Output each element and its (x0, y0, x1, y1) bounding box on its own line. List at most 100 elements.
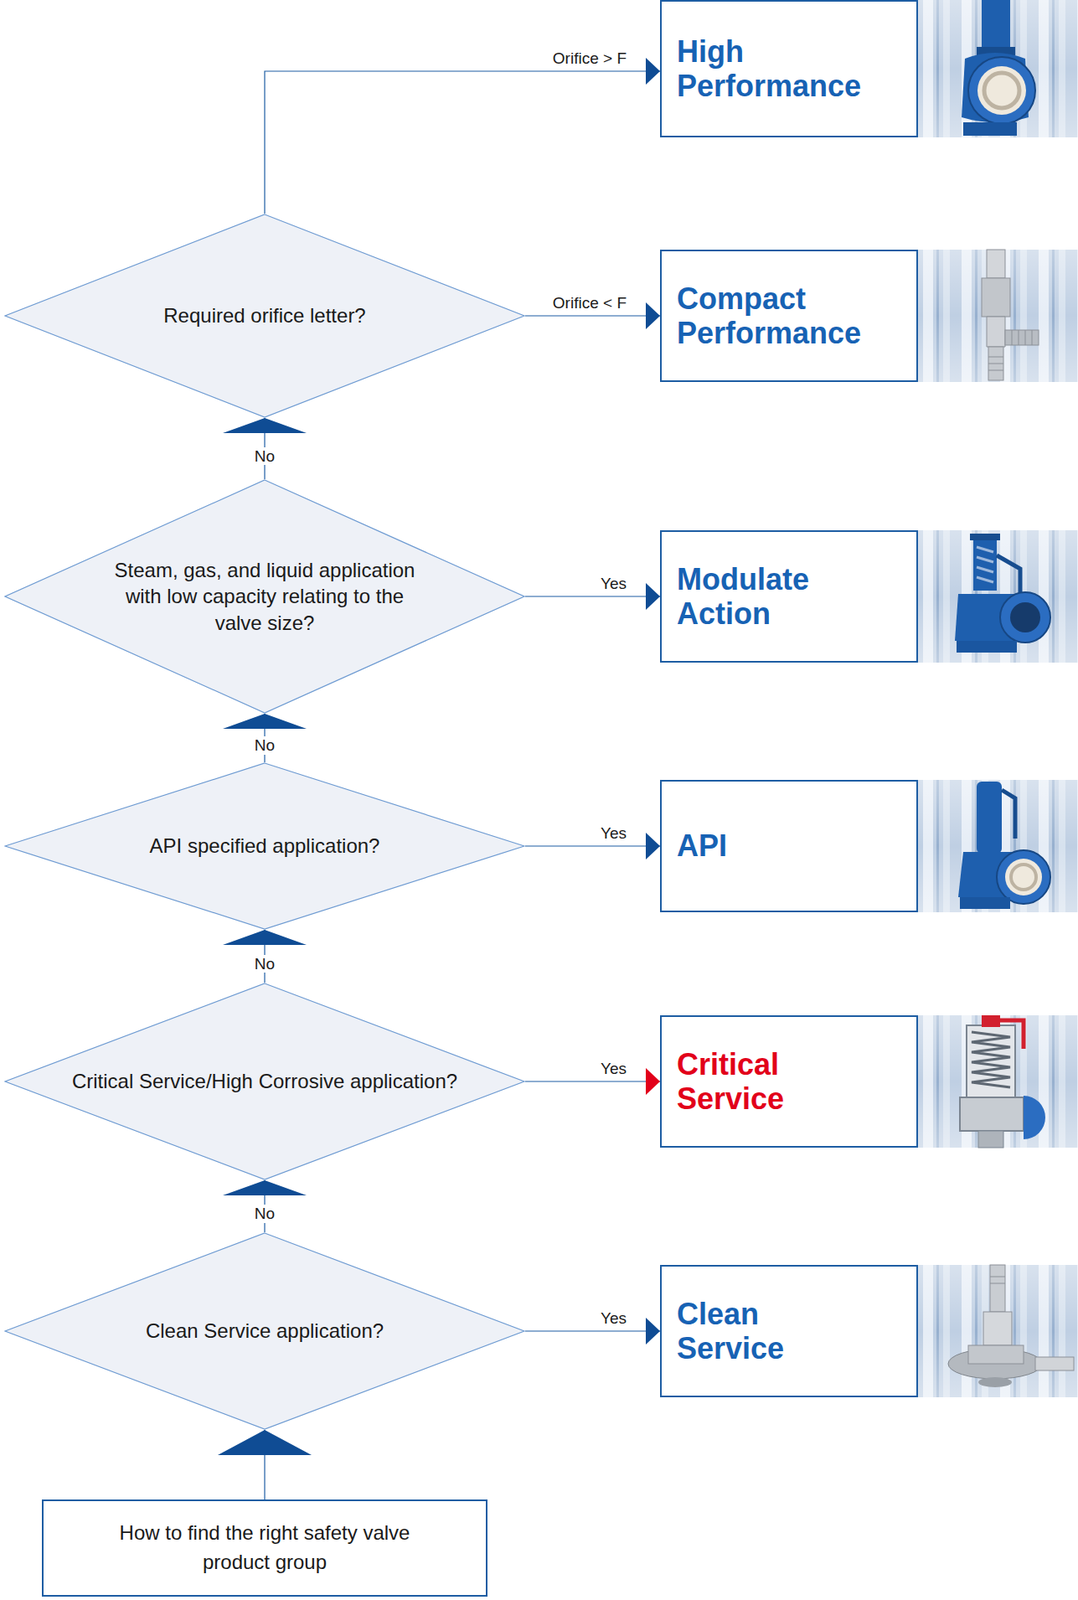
clean-service-valve-picture (1035, 1356, 1074, 1371)
critical-service-valve-picture (978, 1130, 1004, 1148)
api-valve-picture (976, 781, 1002, 854)
modulate-action-valve-picture (956, 640, 1017, 653)
decision-diamond: Clean Service application? (4, 1232, 526, 1430)
product-group-title: Compact Performance (676, 281, 862, 351)
decision-diamond: Required orifice letter? (4, 213, 526, 418)
flow-connector-group (222, 929, 307, 983)
modulate-action-valve-picture (1000, 592, 1051, 643)
product-group-box: Compact Performance (660, 249, 919, 382)
edge-label: Orifice < F (552, 294, 627, 313)
compact-performance-valve-picture (986, 316, 1006, 347)
modulate-action-valve-picture (1010, 602, 1041, 633)
edge-label: No (251, 736, 279, 755)
arrowhead (645, 582, 661, 610)
clean-service-valve-picture (968, 1345, 1024, 1364)
flow-connector-group (525, 1317, 661, 1345)
compact-performance-valve-picture (981, 278, 1011, 317)
product-group-title: Clean Service (676, 1296, 784, 1367)
api-valve-picture (918, 779, 1078, 913)
compact-performance-valve-picture (988, 356, 1004, 371)
arrowhead (645, 302, 661, 330)
arrowhead (222, 1180, 307, 1196)
modulate-action-valve-picture (969, 533, 1001, 541)
critical-service-valve-picture (1023, 1095, 1046, 1140)
question-text: Critical Service/High Corrosive applicat… (72, 1067, 458, 1094)
product-group-box: Critical Service (660, 1015, 919, 1148)
critical-service-valve-picture (966, 1025, 1016, 1098)
critical-service-valve-picture (981, 1015, 1001, 1027)
high-performance-valve-picture (963, 122, 1017, 136)
compact-performance-valve-picture (918, 249, 1078, 382)
api-valve-picture (918, 779, 1078, 913)
flow-connector-group (525, 1067, 661, 1095)
api-valve-picture (1001, 789, 1016, 839)
question-text: API specified application? (149, 832, 381, 859)
flow-connector (525, 314, 661, 316)
flow-connector (264, 71, 661, 214)
edge-label: No (251, 447, 279, 466)
edge-label: Yes (600, 1309, 627, 1328)
question-text: Required orifice letter? (163, 302, 366, 329)
product-group-box: API (660, 779, 919, 913)
critical-service-valve-picture (918, 1015, 1078, 1148)
diamond-shape (5, 479, 525, 713)
arrowhead (217, 1429, 312, 1455)
diamond-shape (5, 983, 525, 1180)
edge-label: No (251, 954, 279, 974)
clean-service-valve-picture (978, 1377, 1012, 1388)
clean-service-valve-picture (990, 1264, 1006, 1312)
arrowhead (645, 832, 661, 860)
api-valve-picture (1010, 864, 1037, 890)
critical-service-valve-picture (971, 1031, 1011, 1088)
edge-label: Yes (600, 824, 627, 843)
high-performance-valve-picture (918, 0, 1078, 138)
arrowhead (645, 1317, 661, 1345)
api-valve-picture (959, 897, 1011, 909)
flow-connector-group (222, 417, 307, 480)
product-group-title: Critical Service (676, 1047, 784, 1117)
flow-connector-group (217, 1429, 312, 1500)
high-performance-valve-picture (968, 56, 1036, 124)
compact-performance-valve-picture (986, 249, 1006, 279)
compact-performance-valve-picture (1011, 330, 1032, 346)
compact-performance-valve-picture (918, 249, 1078, 382)
start-text: How to find the right safety valve produ… (88, 1518, 441, 1578)
product-group-box: Clean Service (660, 1264, 919, 1398)
modulate-action-valve-picture (976, 546, 994, 583)
compact-performance-valve-picture (918, 249, 1078, 382)
arrowhead (222, 713, 307, 729)
modulate-action-valve-picture (918, 530, 1078, 663)
flow-connector-group (222, 1180, 307, 1233)
decision-diamond: API specified application? (4, 762, 526, 930)
edge-label: Yes (600, 1059, 627, 1078)
arrowhead (645, 57, 661, 85)
start-box: How to find the right safety valve produ… (41, 1499, 488, 1597)
flow-connector (525, 845, 661, 846)
flow-connector (525, 1080, 661, 1082)
product-group-title: Modulate Action (676, 562, 810, 632)
product-group-title: API (676, 828, 728, 863)
edge-label: Orifice > F (552, 49, 627, 68)
product-group-title: High Performance (676, 34, 862, 104)
product-group-box: Modulate Action (660, 530, 919, 663)
critical-service-valve-picture (959, 1097, 1024, 1131)
flow-connector (525, 595, 661, 597)
critical-service-valve-picture (918, 1015, 1078, 1148)
high-performance-valve-picture (981, 0, 1011, 52)
clean-service-valve-picture (918, 1264, 1078, 1398)
high-performance-valve-picture (918, 0, 1078, 138)
high-performance-valve-picture (918, 0, 1078, 138)
flow-connector-group (525, 582, 661, 610)
compact-performance-valve-picture (988, 346, 1004, 381)
decision-diamond: Steam, gas, and liquid application with … (4, 479, 526, 714)
api-valve-picture (996, 850, 1051, 904)
flow-connector-group (222, 713, 307, 763)
arrowhead (222, 929, 307, 945)
question-text: Clean Service application? (145, 1317, 384, 1344)
flow-connector (525, 1330, 661, 1331)
compact-performance-valve-picture (1005, 330, 1039, 346)
arrowhead (645, 1067, 661, 1095)
edge-label: Yes (600, 574, 627, 594)
diamond-shape (5, 1232, 525, 1429)
